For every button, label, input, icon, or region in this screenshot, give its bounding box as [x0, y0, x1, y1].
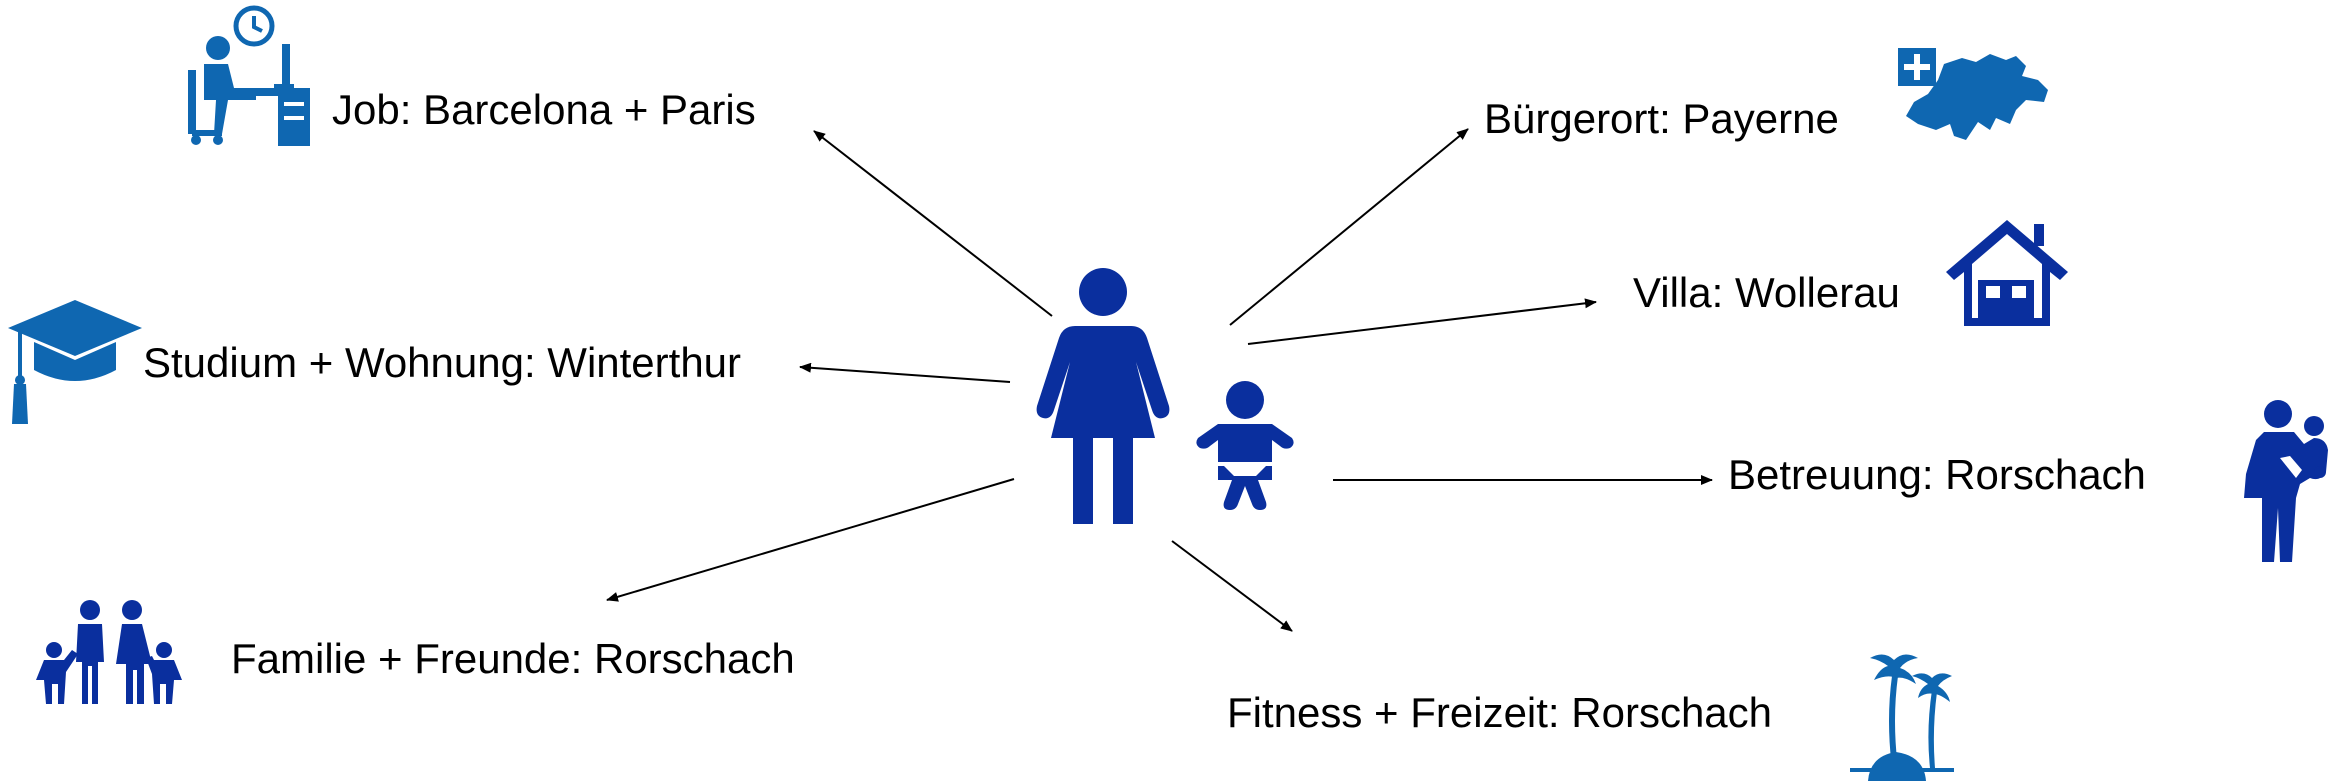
- parent-carrying-child-icon: [2244, 400, 2328, 562]
- label-villa: Villa: Wollerau: [1633, 269, 1900, 316]
- office-worker-icon: [188, 5, 310, 146]
- label-buergerort: Bürgerort: Payerne: [1484, 95, 1839, 142]
- arrow-familie: [606, 478, 1015, 602]
- label-fitness: Fitness + Freizeit: Rorschach: [1227, 689, 1773, 736]
- baby-icon: [1196, 381, 1294, 510]
- arrow-studium: [799, 362, 1011, 383]
- graduation-cap-icon: [8, 300, 142, 424]
- switzerland-map-icon: [1898, 48, 2048, 140]
- house-icon: [1946, 220, 2068, 326]
- label-studium: Studium + Wohnung: Winterthur: [143, 339, 742, 386]
- arrow-villa: [1247, 298, 1597, 345]
- family-icon: [36, 600, 182, 704]
- label-job: Job: Barcelona + Paris: [332, 86, 756, 133]
- arrow-fitness: [1171, 540, 1293, 632]
- label-familie: Familie + Freunde: Rorschach: [231, 635, 795, 682]
- woman-icon: [1036, 268, 1170, 524]
- label-betreuung: Betreuung: Rorschach: [1728, 451, 2146, 498]
- arrow-buergerort: [1229, 128, 1469, 326]
- palm-island-icon: [1850, 654, 1954, 781]
- arrow-job: [813, 130, 1053, 317]
